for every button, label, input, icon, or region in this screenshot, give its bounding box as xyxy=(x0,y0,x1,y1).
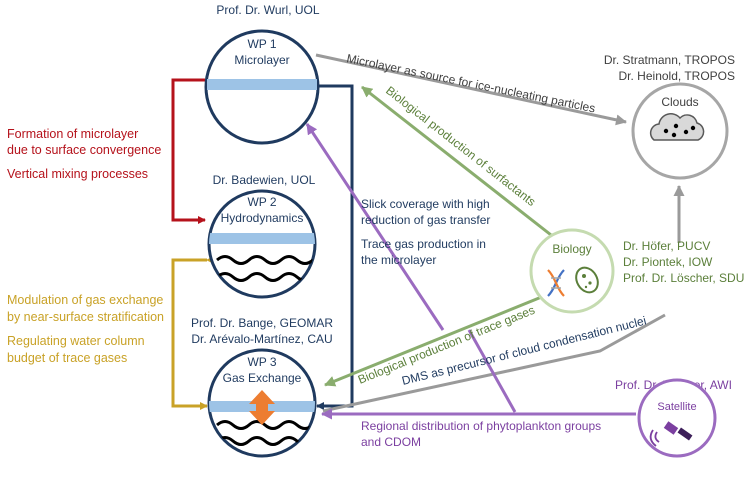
dna-icon xyxy=(547,269,565,297)
biology-person-3: Prof. Dr. Löscher, SDU xyxy=(623,271,744,285)
satellite-icon xyxy=(649,421,693,447)
gold-note-line-1: Modulation of gas exchange xyxy=(7,293,163,307)
wp3-wave-1 xyxy=(216,420,314,430)
satellite-label: Satellite xyxy=(657,401,696,413)
biology-label: Biology xyxy=(552,242,591,256)
dms-arrow xyxy=(322,313,666,413)
center-note-line-3: Trace gas production in xyxy=(361,237,486,251)
clouds-label: Clouds xyxy=(661,95,698,109)
slick-arrow xyxy=(305,123,445,331)
trace-gases-arrow xyxy=(324,294,545,387)
center-note-line-1: Slick coverage with high xyxy=(361,197,490,211)
gold-note-line-3: Regulating water column xyxy=(7,334,145,348)
red-note-line-3: Vertical mixing processes xyxy=(7,167,148,181)
microlayer-to-clouds-arrow xyxy=(315,53,627,126)
wp2-wave-2 xyxy=(216,272,314,282)
clouds-person-2: Dr. Heinold, TROPOS xyxy=(619,69,735,83)
wp3-subtitle: Gas Exchange xyxy=(223,371,302,385)
gold-connector xyxy=(171,256,214,410)
biology-person-1: Dr. Höfer, PUCV xyxy=(623,239,710,253)
wp3-title: WP 3 xyxy=(247,355,276,369)
wp1-microlayer-band xyxy=(207,79,317,90)
surfactants-arrow xyxy=(361,85,561,244)
gold-note-line-2: by near-surface stratification xyxy=(7,310,164,324)
biology-person-2: Dr. Piontek, IOW xyxy=(623,255,713,269)
red-note-line-1: Formation of microlayer xyxy=(7,127,138,141)
red-connector xyxy=(171,76,212,224)
regional-label-line-1: Regional distribution of phytoplankton g… xyxy=(361,419,601,433)
wp2-wave-1 xyxy=(216,255,314,265)
red-note-line-2: due to surface convergence xyxy=(7,143,161,157)
wp3-person-1: Prof. Dr. Bange, GEOMAR xyxy=(191,316,333,330)
clouds-person-1: Dr. Stratmann, TROPOS xyxy=(604,53,735,67)
regional-label-line-2: and CDOM xyxy=(361,435,421,449)
wp3-person-2: Dr. Arévalo-Martínez, CAU xyxy=(191,332,332,346)
regional-upper-line xyxy=(467,329,517,413)
gold-note-line-4: budget of trace gases xyxy=(7,351,127,365)
wp2-title: WP 2 xyxy=(247,195,276,209)
microbe-icon xyxy=(575,266,599,294)
wp2-subtitle: Hydrodynamics xyxy=(221,211,304,225)
wp3-wave-2 xyxy=(216,436,314,446)
wp1-title: WP 1 xyxy=(247,37,276,51)
navy-connector xyxy=(310,82,354,410)
cloud-icon xyxy=(649,113,705,141)
center-note-line-2: reduction of gas transfer xyxy=(361,213,490,227)
bio-surfactants-label: Biological production of surfactants xyxy=(383,83,538,209)
gas-exchange-double-arrow-icon xyxy=(249,390,275,425)
microlayer-ice-label: Microlayer as source for ice-nucleating … xyxy=(345,51,596,115)
wp2-person: Dr. Badewien, UOL xyxy=(213,173,316,187)
wp1-person: Prof. Dr. Wurl, UOL xyxy=(216,3,319,17)
center-note-line-4: the microlayer xyxy=(361,253,436,267)
satellite-circle xyxy=(637,378,717,458)
wp2-surface-band xyxy=(209,233,315,244)
wp1-subtitle: Microlayer xyxy=(234,53,289,67)
